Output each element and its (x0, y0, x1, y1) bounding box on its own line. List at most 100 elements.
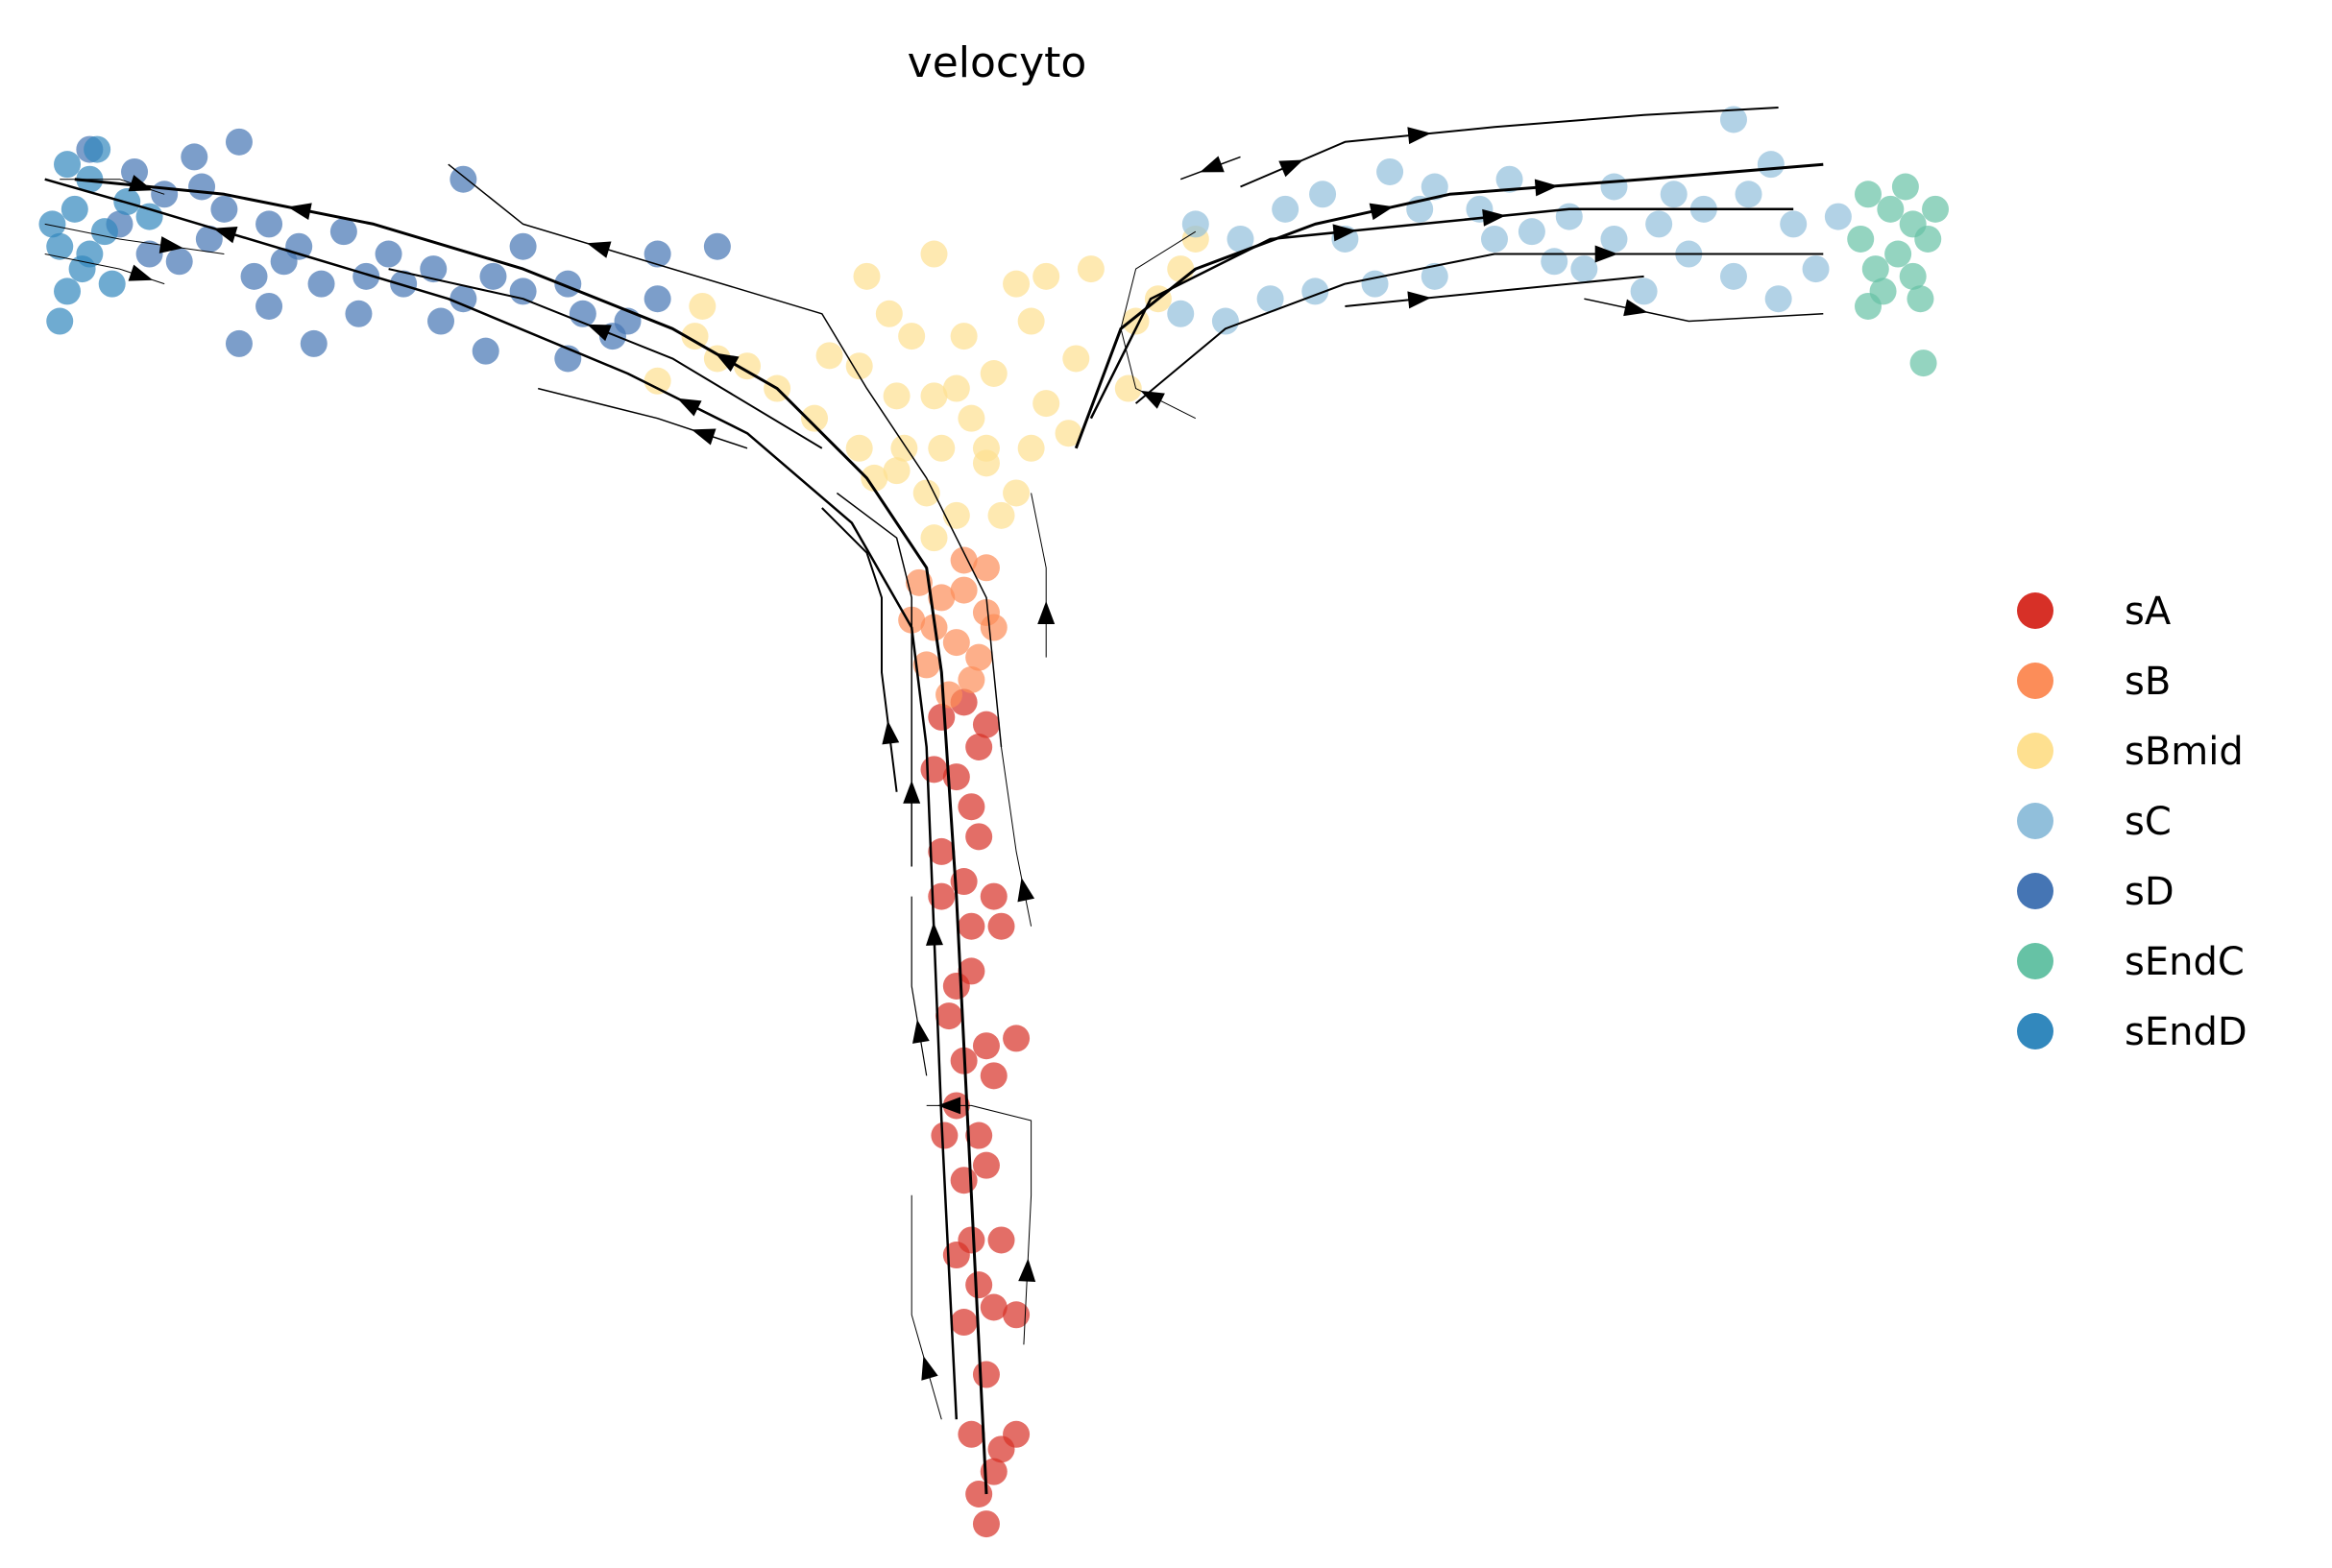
point-sEndC (1899, 262, 1927, 290)
stream-arrow (1018, 1258, 1036, 1283)
point-sD (509, 277, 537, 305)
legend-label-sA: sA (2125, 590, 2172, 634)
point-sBmid (1114, 374, 1142, 402)
point-sB (905, 568, 933, 596)
point-sBmid (972, 434, 1000, 462)
point-sEndC (1884, 240, 1912, 268)
legend-marker-sB (2017, 663, 2053, 699)
point-sD (195, 225, 223, 253)
legend-label-sEndC: sEndC (2125, 940, 2245, 984)
point-sA (972, 1032, 1000, 1060)
point-sD (644, 285, 671, 313)
point-sA (950, 1309, 978, 1337)
point-sC (1421, 262, 1448, 290)
point-sBmid (950, 323, 978, 350)
point-sBmid (1055, 420, 1082, 447)
point-sD (479, 262, 507, 290)
streamline (74, 178, 988, 1495)
streamline (836, 492, 912, 867)
point-sD (270, 248, 298, 276)
point-sA (965, 734, 993, 760)
legend-label-sD: sD (2125, 870, 2174, 914)
point-sC (1735, 181, 1762, 208)
point-sC (1824, 203, 1852, 230)
streamline (911, 1194, 942, 1420)
point-sBmid (980, 360, 1008, 387)
point-sC (1518, 218, 1545, 246)
point-sBmid (920, 240, 948, 268)
point-sD (240, 262, 268, 290)
point-sEndD (76, 240, 104, 268)
point-sC (1660, 181, 1688, 208)
point-sA (950, 1167, 978, 1194)
point-sA (980, 882, 1008, 910)
streamline (821, 507, 898, 792)
point-sC (1645, 210, 1673, 238)
point-sBmid (958, 404, 985, 432)
point-sC (1361, 270, 1389, 298)
legend-label-sB: sB (2125, 660, 2171, 704)
point-sD (188, 173, 216, 201)
point-sEndC (1914, 225, 1942, 253)
point-sBmid (875, 300, 903, 327)
streamline (1031, 493, 1047, 658)
streamline (1584, 298, 1824, 323)
point-sD (449, 165, 477, 193)
point-sBmid (801, 404, 829, 432)
point-sB (950, 576, 978, 604)
point-sB (958, 665, 985, 693)
point-sD (255, 292, 283, 320)
stream-arrow (1594, 245, 1618, 263)
point-sBmid (920, 524, 948, 552)
point-sEndC (1891, 173, 1919, 201)
stream-arrow (587, 324, 612, 342)
stream-arrow (1369, 203, 1395, 221)
point-sC (1719, 262, 1747, 290)
legend-label-sEndD: sEndD (2125, 1010, 2247, 1054)
point-sA (928, 837, 956, 865)
point-sA (1003, 1301, 1031, 1329)
point-sA (935, 1002, 963, 1030)
stream-arrow (677, 398, 702, 417)
point-sD (329, 218, 357, 246)
point-sA (987, 912, 1015, 940)
stream-arrow (1407, 291, 1432, 309)
point-sBmid (942, 501, 970, 529)
scatter-points (38, 106, 1950, 1538)
point-sC (1309, 181, 1337, 208)
point-sA (965, 1481, 993, 1508)
point-sBmid (1003, 479, 1031, 507)
chart-title: velocyto (908, 38, 1087, 87)
point-sBmid (928, 434, 956, 462)
point-sBmid (644, 367, 671, 395)
streamline (44, 223, 225, 254)
point-sBmid (845, 352, 873, 380)
point-sD (225, 128, 253, 156)
point-sD (210, 195, 238, 223)
point-sEndD (90, 218, 118, 246)
point-sEndC (1922, 195, 1950, 223)
point-sD (225, 329, 253, 357)
point-sC (1600, 173, 1628, 201)
point-sA (987, 1226, 1015, 1254)
point-sEndC (1847, 225, 1875, 253)
point-sBmid (987, 501, 1015, 529)
point-sA (972, 1151, 1000, 1179)
point-sC (1256, 285, 1284, 313)
point-sBmid (942, 374, 970, 402)
point-sEndC (1855, 292, 1882, 320)
streamline (911, 896, 928, 1076)
point-sC (1780, 210, 1808, 238)
stream-arrow (1482, 208, 1506, 227)
stream-arrow (903, 780, 921, 804)
point-sBmid (920, 382, 948, 410)
point-sC (1272, 195, 1300, 223)
legend-marker-sEndD (2017, 1013, 2053, 1049)
point-sBmid (845, 434, 873, 462)
point-sB (928, 584, 956, 612)
stream-arrow (212, 227, 238, 244)
stream-arrow (691, 428, 717, 446)
point-sBmid (853, 262, 881, 290)
point-sC (1227, 225, 1254, 253)
point-sEndD (46, 232, 74, 260)
